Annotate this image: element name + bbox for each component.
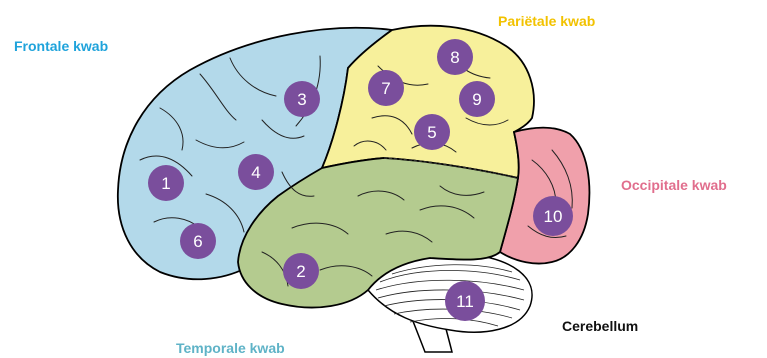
marker-number: 5 bbox=[427, 123, 436, 142]
marker-number: 3 bbox=[297, 90, 306, 109]
region-marker: 1 bbox=[148, 165, 184, 201]
marker-number: 9 bbox=[472, 90, 481, 109]
region-marker: 5 bbox=[414, 114, 450, 150]
marker-number: 8 bbox=[450, 48, 459, 67]
region-marker: 7 bbox=[368, 70, 404, 106]
region-marker: 9 bbox=[459, 81, 495, 117]
region-marker: 3 bbox=[284, 81, 320, 117]
temporal-lobe-label: Temporale kwab bbox=[176, 340, 285, 356]
parietal-lobe-label: Pariëtale kwab bbox=[498, 13, 595, 29]
marker-number: 11 bbox=[456, 292, 474, 311]
frontal-lobe-label: Frontale kwab bbox=[14, 38, 108, 54]
region-marker: 8 bbox=[437, 39, 473, 75]
region-marker: 6 bbox=[180, 223, 216, 259]
marker-number: 7 bbox=[381, 79, 390, 98]
region-marker: 4 bbox=[238, 154, 274, 190]
marker-number: 2 bbox=[296, 262, 305, 281]
marker-number: 10 bbox=[544, 207, 563, 226]
region-marker: 2 bbox=[283, 253, 319, 289]
region-marker: 10 bbox=[533, 196, 573, 236]
marker-number: 6 bbox=[193, 232, 202, 251]
region-marker: 11 bbox=[445, 281, 485, 321]
marker-number: 1 bbox=[161, 174, 170, 193]
cerebellum-label: Cerebellum bbox=[562, 318, 638, 334]
occipital-lobe-label: Occipitale kwab bbox=[621, 177, 727, 193]
marker-number: 4 bbox=[251, 163, 260, 182]
